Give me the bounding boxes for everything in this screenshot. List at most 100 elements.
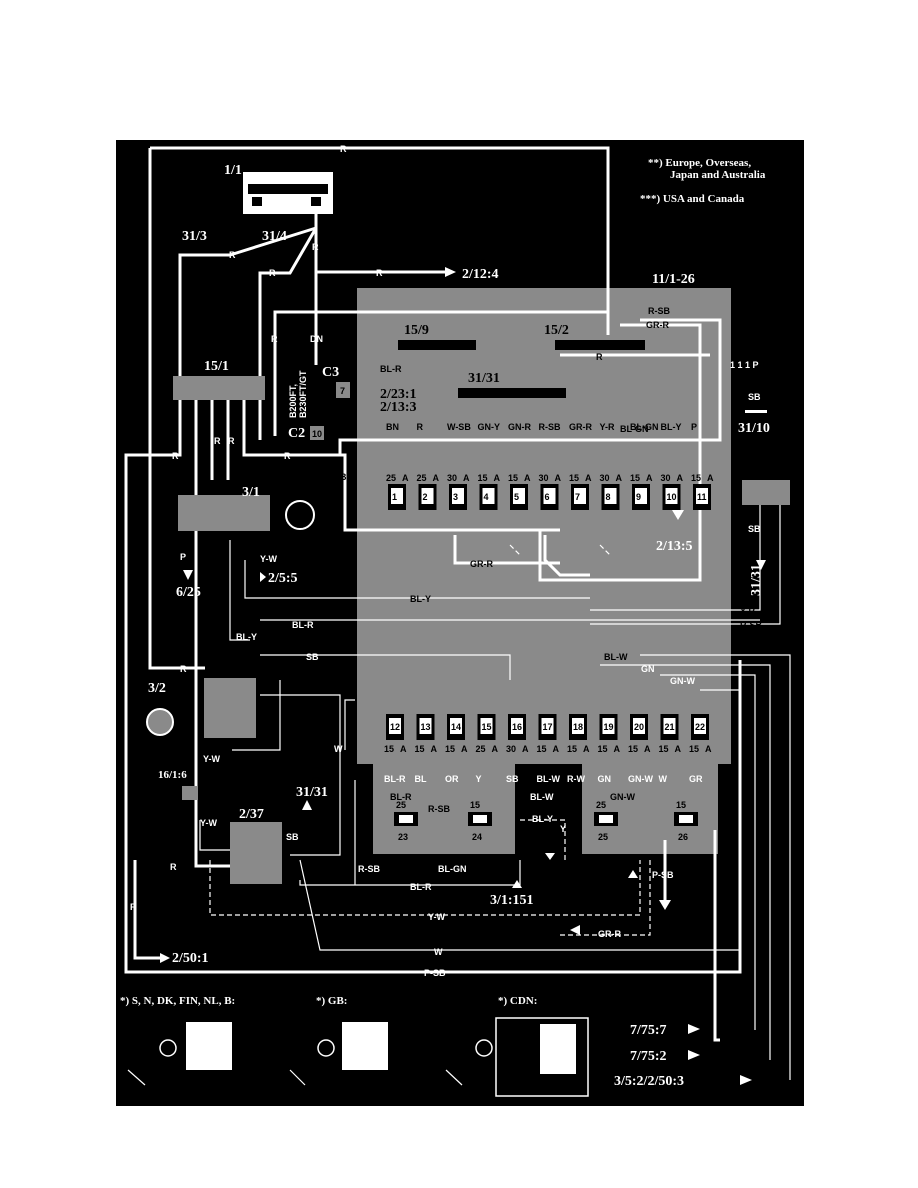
fuse-wire-6: R-SB — [539, 422, 561, 432]
fuse-num-3: 3 — [453, 492, 458, 502]
wire-label-r9: R — [228, 436, 235, 446]
label-junction-31-31: 31/31 — [468, 371, 500, 386]
wire-label-r3: R — [269, 268, 276, 278]
fuse-wire-12: BL-R — [384, 774, 406, 784]
wire-label-r-sb2: R-SB — [428, 804, 450, 814]
fuse-wire-9: BL-GN — [630, 422, 659, 432]
label-c2-pin: 10 — [312, 429, 322, 439]
fuse-num-8: 8 — [606, 492, 611, 502]
fuse-amp-14: 15 — [445, 744, 455, 754]
fuse-unit-18: A — [583, 744, 590, 754]
fuse-amp-21: 15 — [659, 744, 669, 754]
ref-3-1-151: 3/1:151 — [490, 893, 534, 908]
label-gnd-31-10: 31/10 — [738, 421, 770, 436]
wire-label-gn-w: GN-W — [670, 676, 695, 686]
fuse-num-21: 21 — [665, 722, 675, 732]
fuse-window-9 — [635, 488, 647, 504]
fuse-amp-15: 25 — [476, 744, 486, 754]
dashed-wires — [209, 544, 651, 936]
wire-label-r-sb-top: R-SB — [648, 306, 670, 316]
wire-label-sb: SB — [306, 652, 319, 662]
wire-label-y-w3: Y-W — [200, 818, 218, 828]
fuse-amp-4: 15 — [478, 473, 488, 483]
wire-label-dn: DN — [310, 334, 323, 344]
variant-label-2: *) GB: — [316, 995, 347, 1007]
fuse-amp-16: 30 — [506, 744, 516, 754]
fuse-amp-26: 15 — [676, 800, 686, 810]
wire-label-p-sb2: P-SB — [652, 870, 674, 880]
wire-label-y: Y — [560, 824, 566, 834]
wire-label-bl-r3: BL-R — [410, 882, 432, 892]
wire-label-r13: R — [130, 902, 137, 912]
note-europe2: Japan and Australia — [670, 169, 766, 181]
c2-connector — [310, 426, 324, 440]
wire-label-bl-y2: BL-Y — [236, 632, 257, 642]
label-switch-3-2: 3/2 — [148, 681, 166, 696]
fuse-amp-24: 15 — [470, 800, 480, 810]
fuse-window-7 — [574, 488, 586, 504]
wire-label-p-sb: P-SB — [424, 968, 446, 978]
wire-label-w: W — [334, 744, 343, 754]
fuse-amp-22: 15 — [689, 744, 699, 754]
fuse-unit-7: A — [585, 473, 592, 483]
wire-label-sb-2-6: SB — [748, 392, 761, 402]
fuse-window-25 — [599, 815, 613, 823]
fuse-num-23: 23 — [398, 832, 408, 842]
fuse-num-2: 2 — [423, 492, 428, 502]
fuse-unit-17: A — [553, 744, 560, 754]
fuse-wire-16: SB — [506, 774, 519, 784]
ignition-switch-body — [178, 495, 270, 531]
ref-2-50-1: 2/50:1 — [172, 951, 209, 966]
ref-7-75-2: 7/75:2 — [630, 1049, 667, 1064]
ref-111p: 1 1 1 P — [730, 360, 759, 370]
key-icon — [146, 708, 174, 736]
wire-label-y-w4: Y-W — [428, 912, 446, 922]
wire-label-r2: R — [312, 242, 319, 252]
fuse-num-11: 11 — [697, 492, 707, 502]
wire-label-r1: R — [229, 250, 236, 260]
fuse-wire-22: GR — [689, 774, 703, 784]
fuse-unit-19: A — [614, 744, 621, 754]
fuse-amp-11: 15 — [691, 473, 701, 483]
wire-label-bl-w2: BL-W — [530, 792, 554, 802]
fuse-num-26: 26 — [678, 832, 688, 842]
fuse-num-7: 7 — [575, 492, 580, 502]
wire-label-bl-gn2: BL-GN — [438, 864, 467, 874]
fuse-window-18 — [572, 718, 584, 734]
fuse-unit-3: A — [463, 473, 470, 483]
label-ignition: 3/1 — [242, 485, 260, 500]
fuse-num-18: 18 — [573, 722, 583, 732]
wire-label-gr-r-top: GR-R — [646, 320, 669, 330]
fusebox-lower-left — [373, 764, 515, 854]
fuse-unit-15: A — [492, 744, 499, 754]
fuse-window-23 — [399, 815, 413, 823]
variant-diagrams: *) S, N, DK, FIN, NL, B: *) GB: *) CDN: — [120, 995, 589, 1097]
component-labels: 1/1 31/3 31/4 11/1-26 15/1 15/9 15/2 31/… — [148, 163, 770, 822]
fusebox-lower-right — [582, 764, 718, 854]
fuse-unit-12: A — [400, 744, 407, 754]
label-relay-2-6: 2/6 — [732, 465, 750, 480]
fuse-amp-1: 25 — [386, 473, 396, 483]
label-gnd-31-31c: 31/31 — [296, 785, 328, 800]
fuse-unit-8: A — [616, 473, 623, 483]
variant-label-1: *) S, N, DK, FIN, NL, B: — [120, 995, 235, 1007]
wire-label-r10: R — [284, 451, 291, 461]
wire-label-sb2: SB — [286, 832, 299, 842]
fuse-unit-1: A — [402, 473, 409, 483]
wire-label-r-sb: R-SB — [740, 620, 762, 630]
label-gnd-31-31b: 31/31 — [749, 564, 764, 596]
note-texts: **) Europe, Overseas, Japan and Australi… — [640, 157, 766, 205]
wire-label-r6: R — [338, 410, 345, 420]
fuse-window-26 — [679, 815, 693, 823]
fuse-num-14: 14 — [451, 722, 461, 732]
fuse-wire-3: W-SB — [447, 422, 471, 432]
wires — [124, 146, 742, 1042]
wire-label-gn: GN — [641, 664, 655, 674]
wire-label-r12: R — [170, 862, 177, 872]
